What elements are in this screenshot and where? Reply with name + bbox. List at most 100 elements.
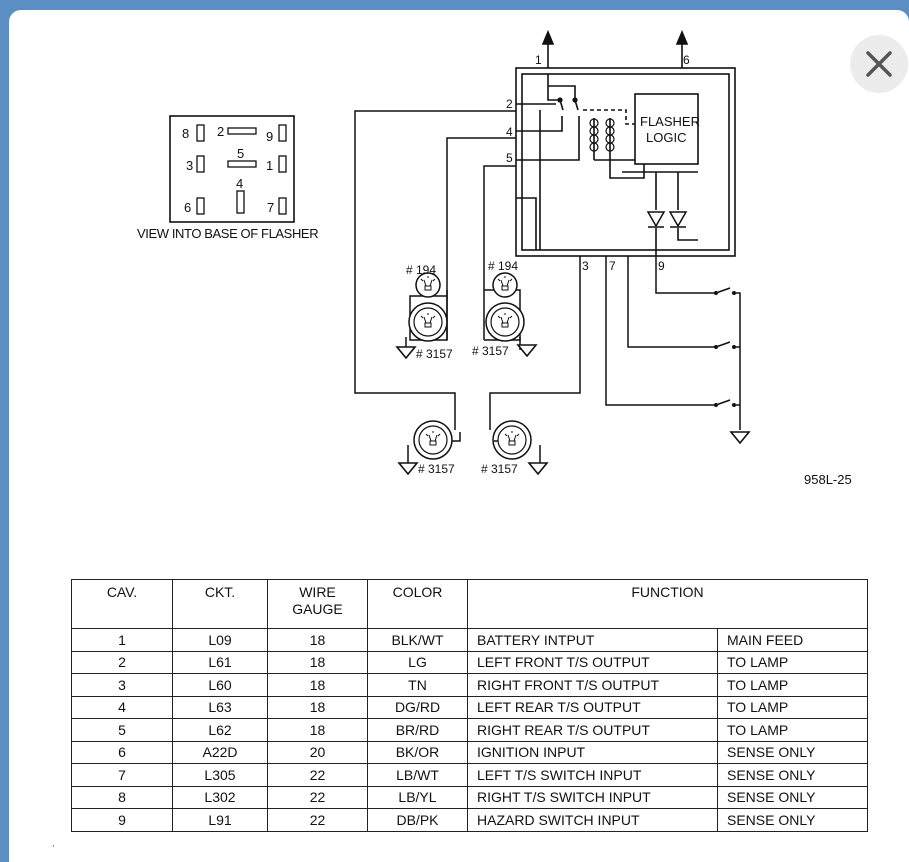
cell-cav: 6	[71, 740, 173, 764]
cell-gauge: 22	[267, 785, 368, 809]
schematic-pin-label: 1	[535, 53, 542, 67]
cell-cav: 8	[71, 785, 173, 809]
cell-note: TO LAMP	[716, 718, 869, 742]
schematic-pin-label: 6	[683, 53, 690, 67]
pin-label: 7	[267, 200, 274, 215]
pin-3-terminal	[196, 155, 205, 173]
stray-mark: ,	[52, 838, 55, 848]
cell-color: LB/WT	[367, 763, 468, 787]
bulb-3157-left-icon	[408, 302, 448, 342]
cell-function: RIGHT REAR T/S OUTPUT	[467, 718, 718, 742]
bulb-label: # 3157	[418, 462, 455, 476]
close-button[interactable]	[850, 35, 908, 93]
pin-1-terminal	[278, 155, 287, 173]
bulb-label: # 3157	[416, 347, 453, 361]
header-color: COLOR	[367, 579, 468, 629]
cell-note: MAIN FEED	[716, 628, 869, 652]
header-function: FUNCTION	[466, 579, 869, 629]
cell-note: SENSE ONLY	[716, 808, 869, 832]
cell-gauge: 18	[267, 695, 368, 719]
schematic-pin-label: 5	[506, 151, 513, 165]
cell-ckt: L61	[172, 650, 268, 674]
ground-icon	[730, 431, 750, 444]
header-wire-gauge: WIRE GAUGE	[267, 579, 368, 629]
cell-function: HAZARD SWITCH INPUT	[467, 808, 718, 832]
cell-color: TN	[367, 673, 468, 697]
flasher-module	[515, 29, 736, 257]
pin-7-terminal	[278, 197, 287, 215]
bulb-label: # 194	[488, 259, 518, 273]
cell-color: LB/YL	[367, 785, 468, 809]
cell-ckt: A22D	[172, 740, 268, 764]
cell-note: SENSE ONLY	[716, 763, 869, 787]
close-icon	[866, 51, 892, 77]
cell-color: BR/RD	[367, 718, 468, 742]
bulb-3157-lower-right-icon	[492, 420, 532, 460]
pin-9-terminal	[278, 124, 287, 142]
cell-color: DG/RD	[367, 695, 468, 719]
pin-label: 2	[217, 124, 224, 139]
header-cav: CAV.	[71, 579, 173, 629]
cell-function: BATTERY INTPUT	[467, 628, 718, 652]
connector-base-view: 8 2 9 3 5 1 4 6 7 VIEW INTO BASE OF FLAS…	[137, 115, 319, 241]
cell-function: LEFT FRONT T/S OUTPUT	[467, 650, 718, 674]
schematic-pin-label: 3	[582, 259, 589, 273]
cell-function: LEFT REAR T/S OUTPUT	[467, 695, 718, 719]
module-label: FLASHER	[640, 114, 700, 129]
bulb-3157-right-icon	[485, 302, 525, 342]
cell-note: TO LAMP	[716, 673, 869, 697]
cell-gauge: 22	[267, 808, 368, 832]
cell-gauge: 18	[267, 628, 368, 652]
pin-label: 9	[266, 129, 273, 144]
cell-color: BLK/WT	[367, 628, 468, 652]
cell-function: RIGHT FRONT T/S OUTPUT	[467, 673, 718, 697]
cell-ckt: L302	[172, 785, 268, 809]
connector-caption: VIEW INTO BASE OF FLASHER	[137, 226, 318, 241]
figure-id: 958L-25	[804, 472, 852, 487]
cell-ckt: L09	[172, 628, 268, 652]
cell-cav: 2	[71, 650, 173, 674]
ground-icon	[396, 346, 416, 359]
module-label: LOGIC	[646, 130, 686, 145]
cell-cav: 5	[71, 718, 173, 742]
pin-label: 1	[266, 158, 273, 173]
bulb-label: # 3157	[472, 344, 509, 358]
cell-cav: 4	[71, 695, 173, 719]
ground-icon	[528, 462, 548, 475]
cell-gauge: 18	[267, 650, 368, 674]
pin-label: 6	[184, 200, 191, 215]
cell-ckt: L305	[172, 763, 268, 787]
pin-6-terminal	[196, 197, 205, 215]
cell-gauge: 20	[267, 740, 368, 764]
cell-color: LG	[367, 650, 468, 674]
schematic-pin-label: 2	[506, 97, 513, 111]
bulb-label: # 3157	[481, 462, 518, 476]
ground-icon	[517, 344, 537, 357]
relay-coils	[557, 97, 615, 152]
bulb-3157-lower-left-icon	[413, 420, 453, 460]
pin-5-terminal	[227, 160, 257, 168]
cell-note: SENSE ONLY	[716, 740, 869, 764]
pin-2-terminal	[227, 127, 257, 135]
cell-note: SENSE ONLY	[716, 785, 869, 809]
schematic-pin-label: 9	[658, 259, 665, 273]
cell-ckt: L62	[172, 718, 268, 742]
cell-ckt: L91	[172, 808, 268, 832]
cell-note: TO LAMP	[716, 695, 869, 719]
cell-note: TO LAMP	[716, 650, 869, 674]
table-header-row: CAV. CKT. WIRE GAUGE COLOR FUNCTION	[71, 579, 869, 629]
pin-8-terminal	[196, 124, 205, 142]
cell-cav: 9	[71, 808, 173, 832]
cell-gauge: 18	[267, 673, 368, 697]
schematic-pin-label: 7	[609, 259, 616, 273]
pin-label: 8	[182, 126, 189, 141]
